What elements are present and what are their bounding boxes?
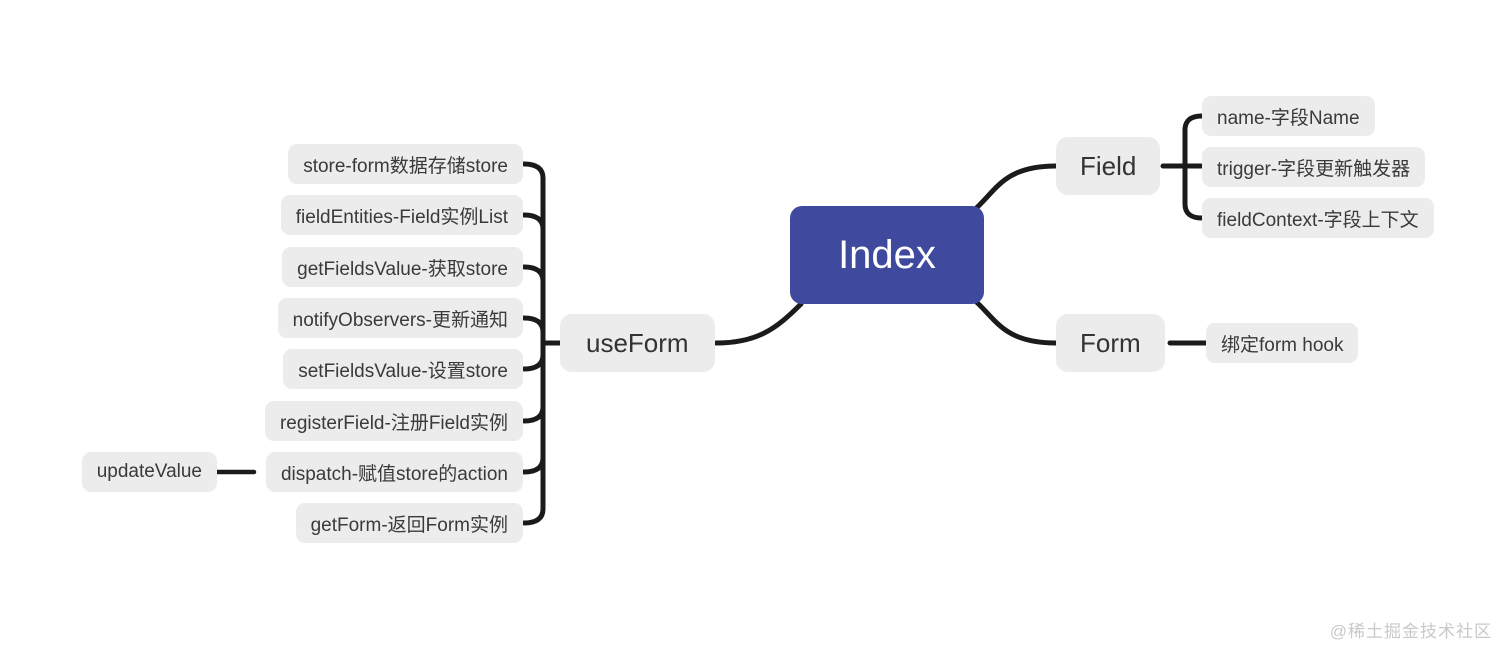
connector-field-name bbox=[1182, 113, 1205, 169]
node-field-context[interactable]: fieldContext-字段上下文 bbox=[1202, 198, 1434, 238]
node-notify-observers[interactable]: notifyObservers-更新通知 bbox=[277, 298, 523, 338]
connector-index-field bbox=[969, 163, 1059, 215]
node-field[interactable]: Field bbox=[1056, 137, 1161, 195]
node-get-form[interactable]: getForm-返回Form实例 bbox=[295, 503, 523, 543]
node-useform[interactable]: useForm bbox=[560, 314, 715, 372]
connector-register-field bbox=[521, 340, 546, 424]
connector-field-entities bbox=[521, 212, 546, 346]
node-field-name[interactable]: name-字段Name bbox=[1202, 96, 1375, 136]
node-store-form[interactable]: store-form数据存储store bbox=[288, 144, 523, 184]
connector-notify-observers bbox=[521, 315, 546, 346]
node-get-fields-value[interactable]: getFieldsValue-获取store bbox=[282, 247, 523, 287]
node-update-value[interactable]: updateValue bbox=[81, 452, 217, 492]
watermark: @稀土掘金技术社区 bbox=[1329, 622, 1492, 641]
node-dispatch[interactable]: dispatch-赋值store的action bbox=[265, 452, 523, 492]
node-register-field[interactable]: registerField-注册Field实例 bbox=[264, 401, 523, 441]
node-form-hook[interactable]: 绑定form hook bbox=[1206, 323, 1359, 363]
connector-index-form bbox=[969, 295, 1059, 346]
connector-useform-index bbox=[713, 301, 804, 346]
node-index[interactable]: Index bbox=[790, 206, 984, 304]
connector-field-context bbox=[1182, 163, 1205, 221]
node-field-entities[interactable]: fieldEntities-Field实例List bbox=[280, 195, 523, 235]
connector-store-form bbox=[521, 161, 546, 346]
connector-get-fields-value bbox=[521, 264, 546, 346]
node-field-trigger[interactable]: trigger-字段更新触发器 bbox=[1202, 147, 1426, 187]
connector-get-form bbox=[521, 340, 546, 526]
node-form[interactable]: Form bbox=[1056, 314, 1165, 372]
node-set-fields-value[interactable]: setFieldsValue-设置store bbox=[283, 349, 523, 389]
connector-set-fields-value bbox=[521, 340, 546, 372]
